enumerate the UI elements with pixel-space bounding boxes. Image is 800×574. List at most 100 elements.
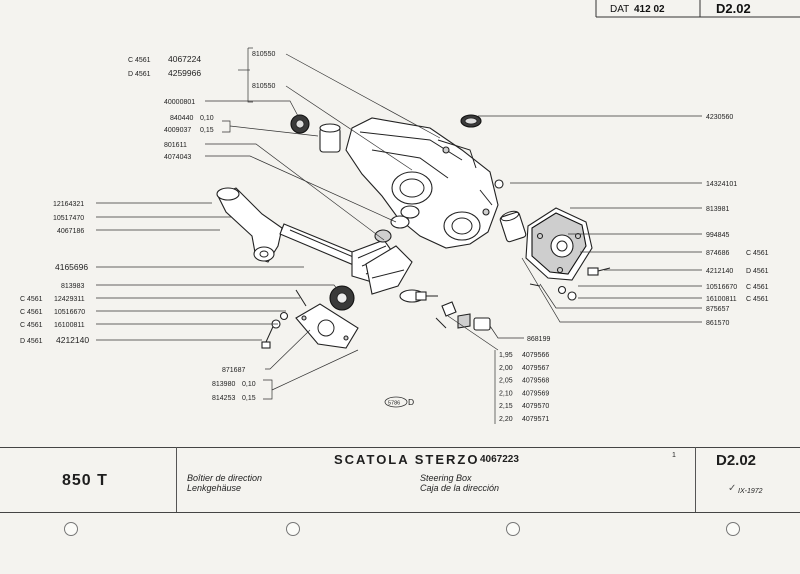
label-4230560: 4230560 — [706, 114, 733, 121]
label-c4561-c: C 4561 — [20, 309, 43, 316]
label-861570: 861570 — [706, 320, 729, 327]
label-4009037-size: 0,15 — [200, 127, 214, 134]
label-814253-size: 0,15 — [242, 395, 256, 402]
label-871687: 871687 — [222, 367, 245, 374]
label-813981: 813981 — [706, 206, 729, 213]
footer-title-it: SCATOLA STERZO — [334, 452, 480, 467]
shim-code: 4079570 — [522, 403, 549, 410]
label-810550-a: 810550 — [252, 51, 275, 58]
shim-size: 2,10 — [499, 390, 513, 397]
housing-rings — [374, 205, 420, 243]
label-4009037: 4009037 — [164, 127, 191, 134]
footer-divider-1 — [176, 447, 177, 512]
shim-size: 2,05 — [499, 378, 513, 385]
label-4212140-l: 4212140 — [56, 335, 89, 345]
label-813983: 813983 — [61, 283, 84, 290]
lower-bushing — [499, 210, 527, 243]
label-40000801: 40000801 — [164, 99, 195, 106]
shim-size: 2,20 — [499, 416, 513, 423]
label-840440: 840440 — [170, 115, 193, 122]
shim-size: 2,15 — [499, 403, 513, 410]
label-810550-b: 810550 — [252, 83, 275, 90]
footer-title-code: 4067223 — [480, 454, 519, 465]
footer-fr: Boîtier de direction — [187, 473, 263, 483]
header-box: DAT 412 02 D2.02 — [595, 0, 800, 18]
footer-date: IX-1972 — [738, 488, 763, 495]
shim-code: 4079568 — [522, 378, 549, 385]
label-875657: 875657 — [706, 306, 729, 313]
label-c4561-r1: C 4561 — [746, 250, 769, 257]
label-840440-size: 0,10 — [200, 115, 214, 122]
steering-box-housing — [345, 117, 499, 249]
side-cover — [525, 207, 593, 281]
label-10516670-l: 10516670 — [54, 309, 85, 316]
seal-right — [460, 114, 482, 128]
label-801611: 801611 — [164, 142, 187, 149]
footer-sheet: D2.02 — [716, 452, 757, 469]
punch-hole-3 — [506, 522, 520, 536]
bearing-ring — [329, 285, 355, 311]
label-4067186: 4067186 — [57, 228, 84, 235]
footer-page-no: 1 — [672, 452, 676, 459]
label-874686: 874686 — [706, 250, 729, 257]
upper-bushing — [319, 123, 341, 153]
shim-code: 4079567 — [522, 365, 549, 372]
label-868199: 868199 — [527, 336, 550, 343]
footer-check-mark: ✓ — [728, 483, 737, 494]
label-c4561-r2: C 4561 — [746, 284, 769, 291]
diagram-ref-oval — [384, 396, 408, 408]
label-c4561-d: C 4561 — [20, 322, 43, 329]
footer-divider-2 — [695, 447, 696, 512]
label-c4561-b: C 4561 — [20, 296, 43, 303]
footer-bottom-rule — [0, 512, 800, 513]
label-12164321: 12164321 — [53, 201, 84, 208]
label-c4561-a: C 4561 — [128, 57, 151, 64]
label-16100811-l: 16100811 — [54, 322, 85, 329]
label-10517470: 10517470 — [53, 215, 84, 222]
dat-code: 412 02 — [634, 4, 665, 15]
label-12429311: 12429311 — [54, 296, 85, 303]
shim-code: 4079566 — [522, 352, 549, 359]
leader-lines — [96, 47, 702, 424]
pitman-arm — [216, 187, 283, 263]
header-sheet-code: D2.02 — [716, 1, 751, 16]
label-10516670-r: 10516670 — [706, 284, 737, 291]
label-d4561-r: D 4561 — [746, 268, 769, 275]
label-4259966: 4259966 — [168, 68, 201, 78]
footer-top-rule — [0, 447, 800, 448]
label-5786: 5786 — [388, 401, 400, 407]
label-994845: 994845 — [706, 232, 729, 239]
label-16100811-r: 16100811 — [706, 296, 737, 303]
punch-hole-2 — [286, 522, 300, 536]
footer-model: 850 T — [62, 472, 108, 489]
label-813980: 813980 — [212, 381, 235, 388]
shim-code: 4079569 — [522, 390, 549, 397]
bolt-right — [587, 267, 611, 276]
bolt-sector — [415, 291, 438, 301]
dat-label: DAT — [610, 4, 629, 15]
punch-hole-1 — [64, 522, 78, 536]
label-4165696: 4165696 — [55, 262, 88, 272]
label-4212140-r: 4212140 — [706, 268, 733, 275]
label-d4561-b: D 4561 — [20, 338, 43, 345]
lower-flange-cover — [295, 303, 359, 349]
shim-size: 1,95 — [499, 352, 513, 359]
footer-de: Lenkgehäuse — [187, 483, 242, 493]
label-813980-size: 0,10 — [242, 381, 256, 388]
label-14324101: 14324101 — [706, 181, 737, 188]
punch-hole-4 — [726, 522, 740, 536]
label-814253: 814253 — [212, 395, 235, 402]
part-labels: C 4561 4067224 D 4561 4259966 810550 810… — [20, 51, 769, 408]
label-4067224: 4067224 — [168, 54, 201, 64]
seal-left — [290, 114, 310, 134]
label-d4561-a: D 4561 — [128, 71, 151, 78]
shim-size-table: 1,95 4079566 2,00 4079567 2,05 4079568 2,10 407… — [499, 352, 549, 423]
shim-code: 4079571 — [522, 416, 549, 423]
footer-en: Steering Box — [420, 473, 472, 483]
label-5786-d: D — [408, 397, 414, 407]
label-4074043: 4074043 — [164, 154, 191, 161]
footer-es: Caja de la dirección — [420, 483, 500, 493]
label-c4561-r3: C 4561 — [746, 296, 769, 303]
shim-size: 2,00 — [499, 365, 513, 372]
